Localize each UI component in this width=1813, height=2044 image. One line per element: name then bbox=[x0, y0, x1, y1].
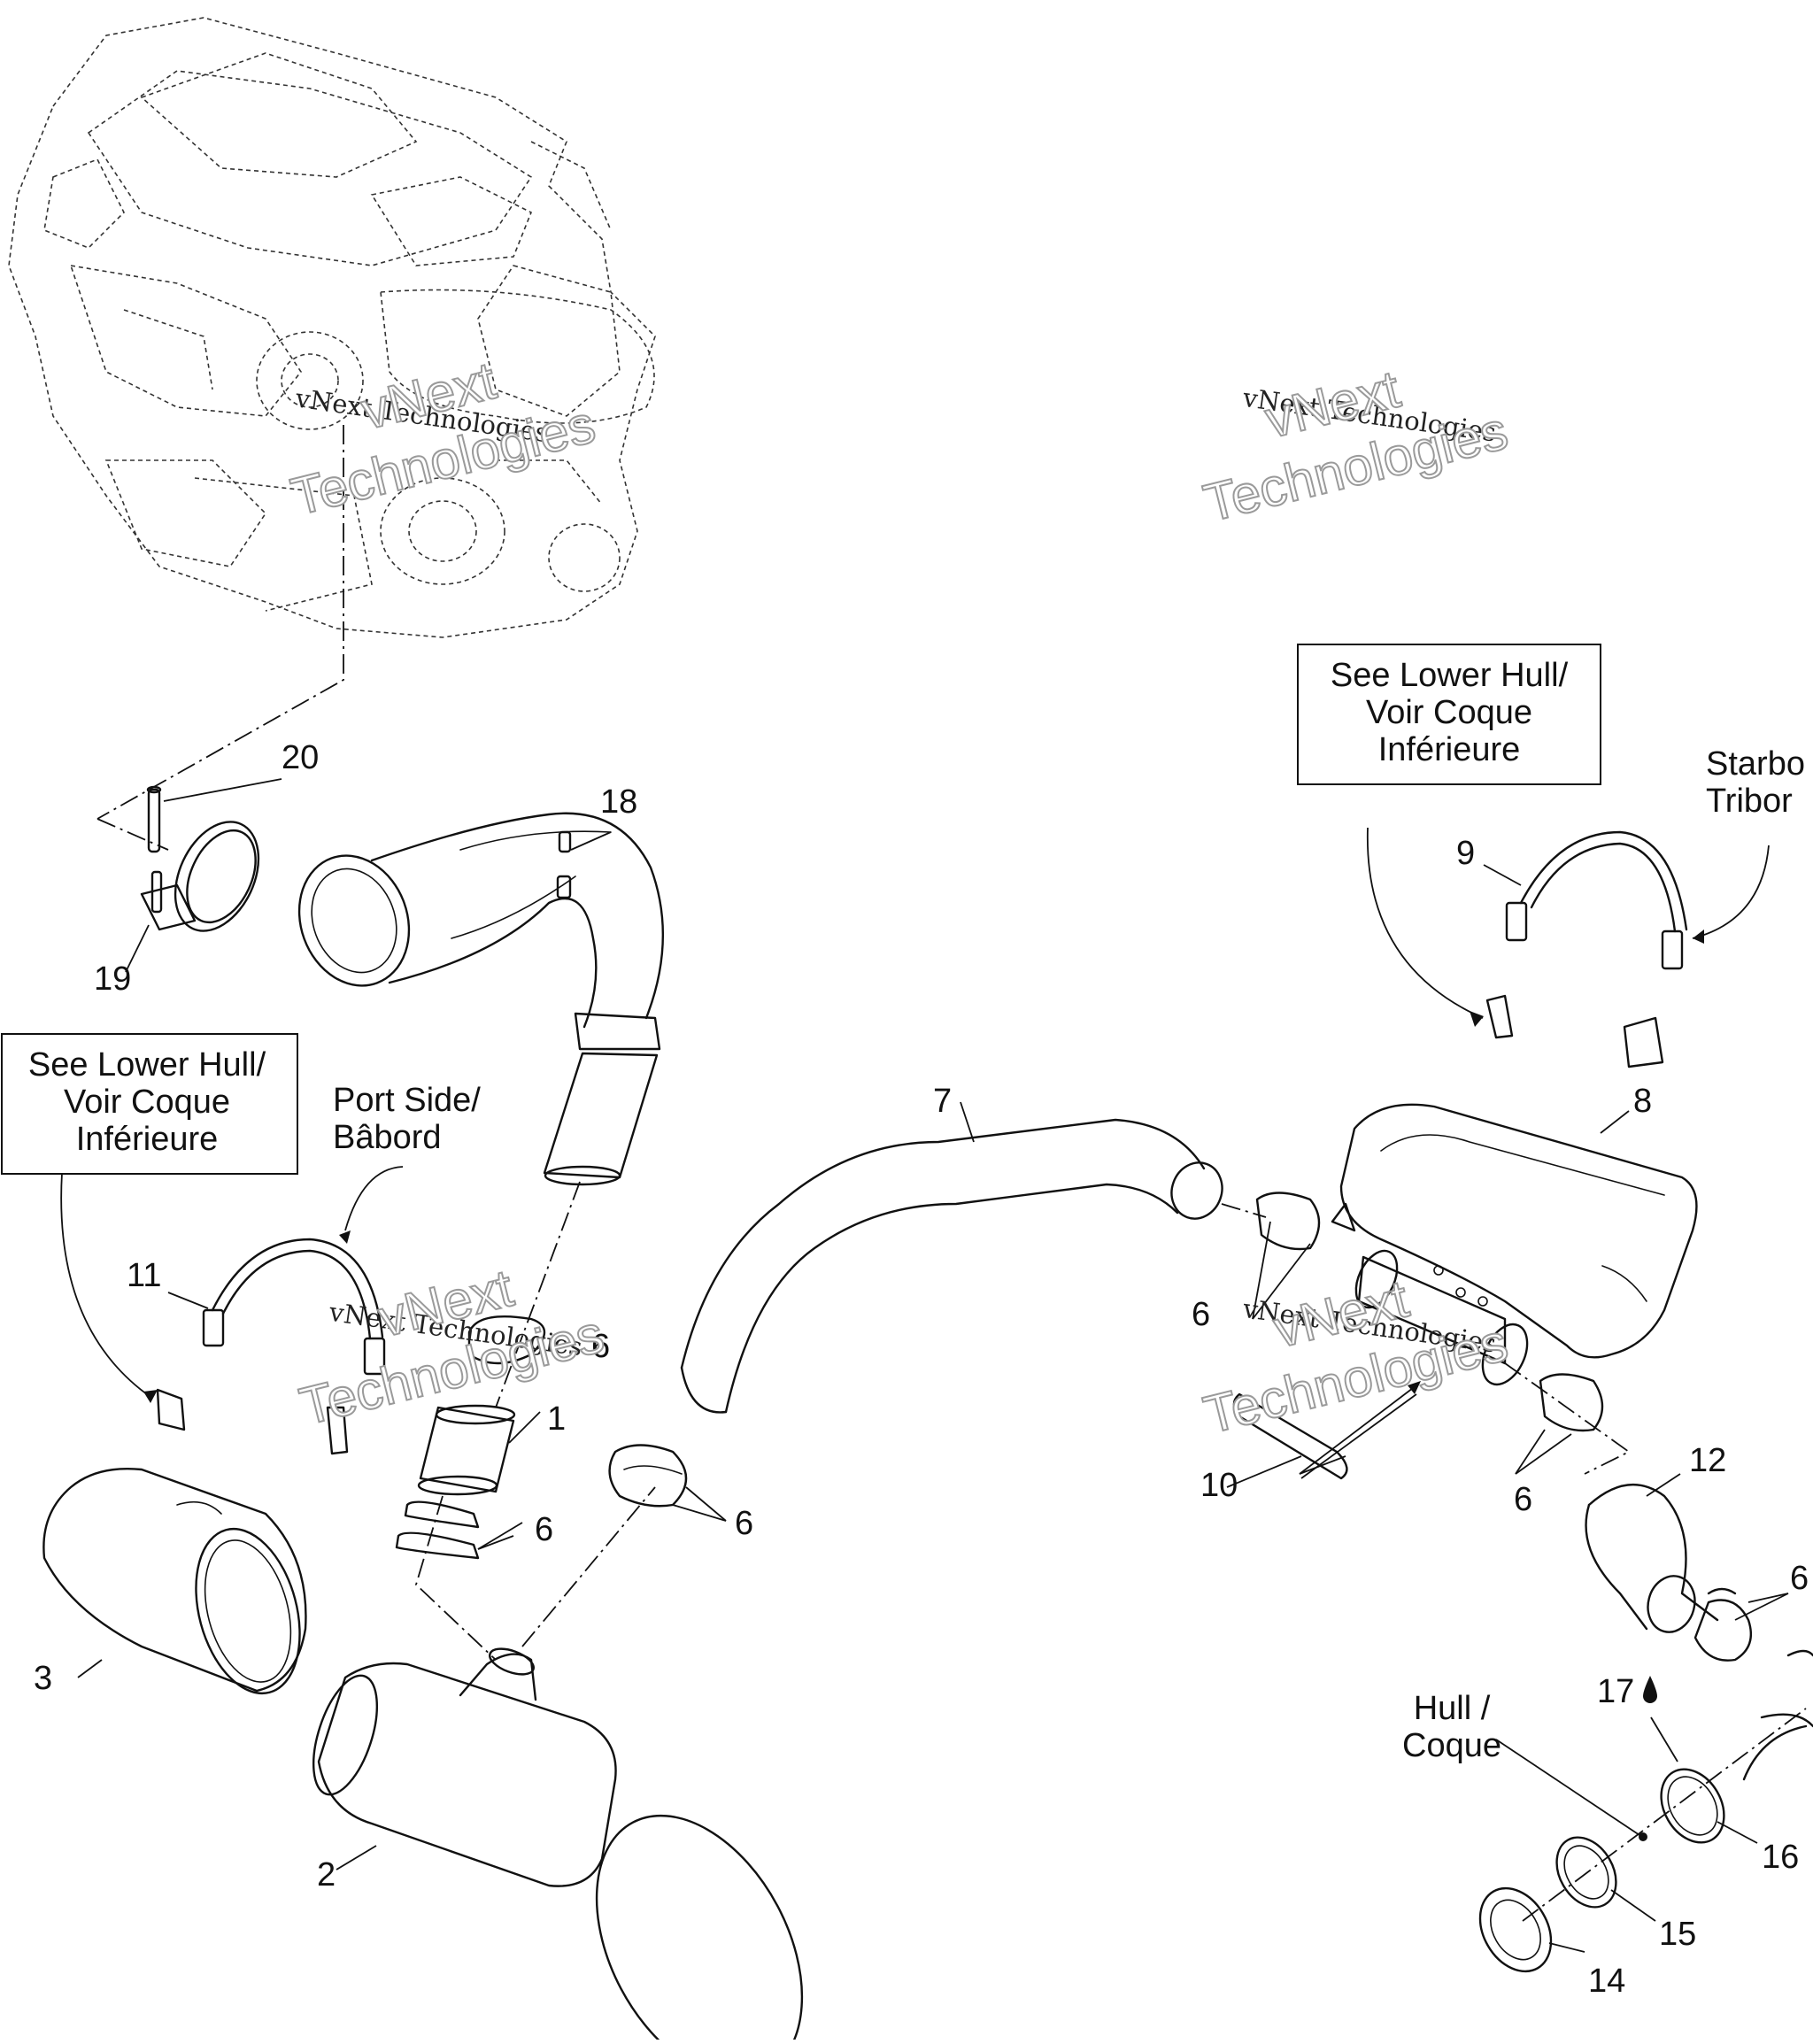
part-6-clamps-right bbox=[1255, 1192, 1737, 1595]
note-lower-hull-left-line1: See Lower Hull/ bbox=[28, 1046, 266, 1084]
note-lower-hull-right-line1: See Lower Hull/ bbox=[1331, 657, 1569, 694]
note-port-side-line2: Bâbord bbox=[333, 1119, 442, 1156]
assembly-axes bbox=[414, 1181, 1807, 1922]
callout-9: 9 bbox=[1456, 835, 1475, 872]
engine-mount-line bbox=[96, 425, 344, 820]
part-1-coupler bbox=[417, 1404, 516, 1496]
callout-3: 3 bbox=[34, 1660, 52, 1697]
watermark-2-big: vNext Technologies bbox=[1197, 359, 1514, 535]
part-19-clamp bbox=[140, 821, 260, 932]
part-8-muffler bbox=[1331, 1103, 1698, 1386]
arrow-left-bracket bbox=[143, 1390, 158, 1403]
callout-18: 18 bbox=[600, 783, 637, 821]
part-7-hose bbox=[680, 1118, 1223, 1414]
leader-lines bbox=[60, 778, 1789, 1953]
part-10-rod bbox=[1232, 1392, 1348, 1480]
drop-icon bbox=[1643, 1676, 1657, 1703]
callout-1: 1 bbox=[547, 1400, 566, 1438]
part-2-water-lock bbox=[312, 1647, 617, 1887]
part-15-ring bbox=[1555, 1836, 1617, 1909]
note-lower-hull-right-line2: Voir Coque bbox=[1366, 694, 1532, 731]
part-9-strap-right bbox=[1485, 830, 1688, 1068]
part-11-strap-left bbox=[156, 1238, 386, 1455]
callout-11: 11 bbox=[127, 1257, 161, 1294]
arrow-rod bbox=[1408, 1381, 1421, 1394]
part-16-ring bbox=[1660, 1768, 1725, 1844]
callout-10: 10 bbox=[1200, 1467, 1238, 1504]
callout-15: 15 bbox=[1659, 1916, 1696, 1953]
callout-6-f: 6 bbox=[1790, 1560, 1809, 1597]
hull-point bbox=[1639, 1832, 1647, 1841]
note-hull-line1: Hull / bbox=[1414, 1690, 1491, 1727]
callout-12: 12 bbox=[1689, 1442, 1726, 1479]
part-14-nut bbox=[1478, 1886, 1553, 1973]
note-starboard-line1: Starbo bbox=[1706, 745, 1805, 783]
callout-17: 17 bbox=[1597, 1673, 1634, 1710]
note-lower-hull-right-line3: Inférieure bbox=[1378, 731, 1521, 768]
callout-8: 8 bbox=[1633, 1083, 1652, 1120]
part-3-sleeve bbox=[42, 1468, 307, 1695]
callout-6-c: 6 bbox=[535, 1511, 553, 1548]
clamp-axis-line bbox=[96, 818, 169, 851]
part-18-manifold-pipe bbox=[297, 812, 664, 1186]
arrow-right-bracket bbox=[1470, 1011, 1484, 1027]
note-box-lower-hull-left bbox=[1, 1033, 298, 1175]
callout-16: 16 bbox=[1762, 1839, 1799, 1876]
part-12-outlet-hose bbox=[1585, 1483, 1813, 1781]
note-lower-hull-left-line3: Inférieure bbox=[76, 1121, 219, 1158]
callout-20: 20 bbox=[282, 739, 319, 776]
callout-6-a: 6 bbox=[591, 1328, 610, 1365]
callout-2: 2 bbox=[317, 1856, 336, 1894]
arrow-port bbox=[339, 1230, 351, 1244]
callout-7: 7 bbox=[933, 1083, 952, 1120]
part-20-bolt bbox=[146, 785, 162, 853]
arrow-starboard bbox=[1693, 929, 1704, 944]
note-starboard-line2: Tribor bbox=[1706, 783, 1793, 820]
part-ring-bottom bbox=[595, 1814, 804, 2044]
note-hull-line2: Coque bbox=[1402, 1727, 1501, 1764]
callout-6-d: 6 bbox=[735, 1505, 753, 1542]
callout-19: 19 bbox=[94, 960, 131, 998]
engine-outline bbox=[8, 17, 656, 638]
callout-6-b: 6 bbox=[1192, 1296, 1210, 1333]
note-box-lower-hull-right bbox=[1297, 644, 1601, 785]
note-lower-hull-left-line2: Voir Coque bbox=[64, 1084, 230, 1121]
note-port-side-line1: Port Side/ bbox=[333, 1082, 481, 1119]
callout-6-e: 6 bbox=[1514, 1481, 1532, 1518]
callout-14: 14 bbox=[1588, 1963, 1625, 2000]
